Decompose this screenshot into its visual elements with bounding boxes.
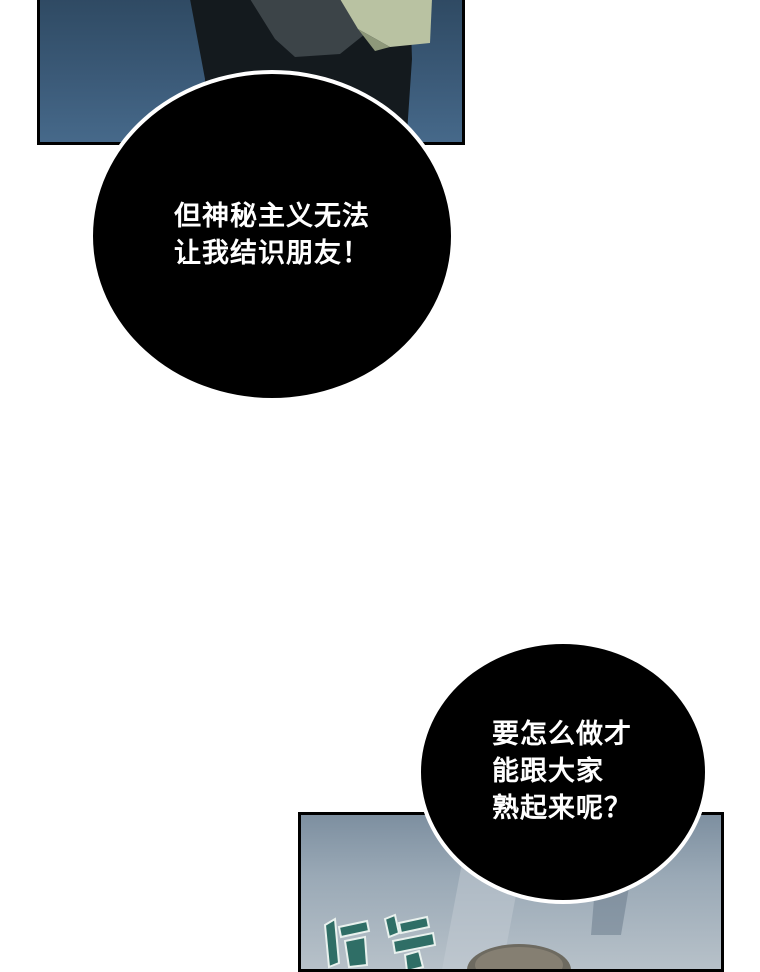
pale-cloth-shape	[340, 0, 432, 47]
speech-bubble-1: 但神秘主义无法 让我结识朋友！	[89, 70, 455, 402]
speech-line: 让我结识朋友！	[174, 238, 370, 269]
speech-line: 但神秘主义无法	[174, 201, 370, 232]
speech-bubble-2: 要怎么做才 能跟大家 熟起来呢？	[417, 640, 709, 904]
speech-line: 熟起来呢？	[492, 792, 632, 824]
cloth-fold-shape	[358, 29, 390, 51]
speech-line: 能跟大家	[492, 755, 604, 787]
figure-sleeve-shape	[250, 0, 365, 57]
speech-bubble-2-text: 要怎么做才 能跟大家 熟起来呢？	[492, 716, 632, 827]
speech-line: 要怎么做才	[492, 718, 632, 750]
sound-effect-lettering	[323, 913, 437, 969]
speech-bubble-1-text: 但神秘主义无法 让我结识朋友！	[174, 198, 370, 272]
